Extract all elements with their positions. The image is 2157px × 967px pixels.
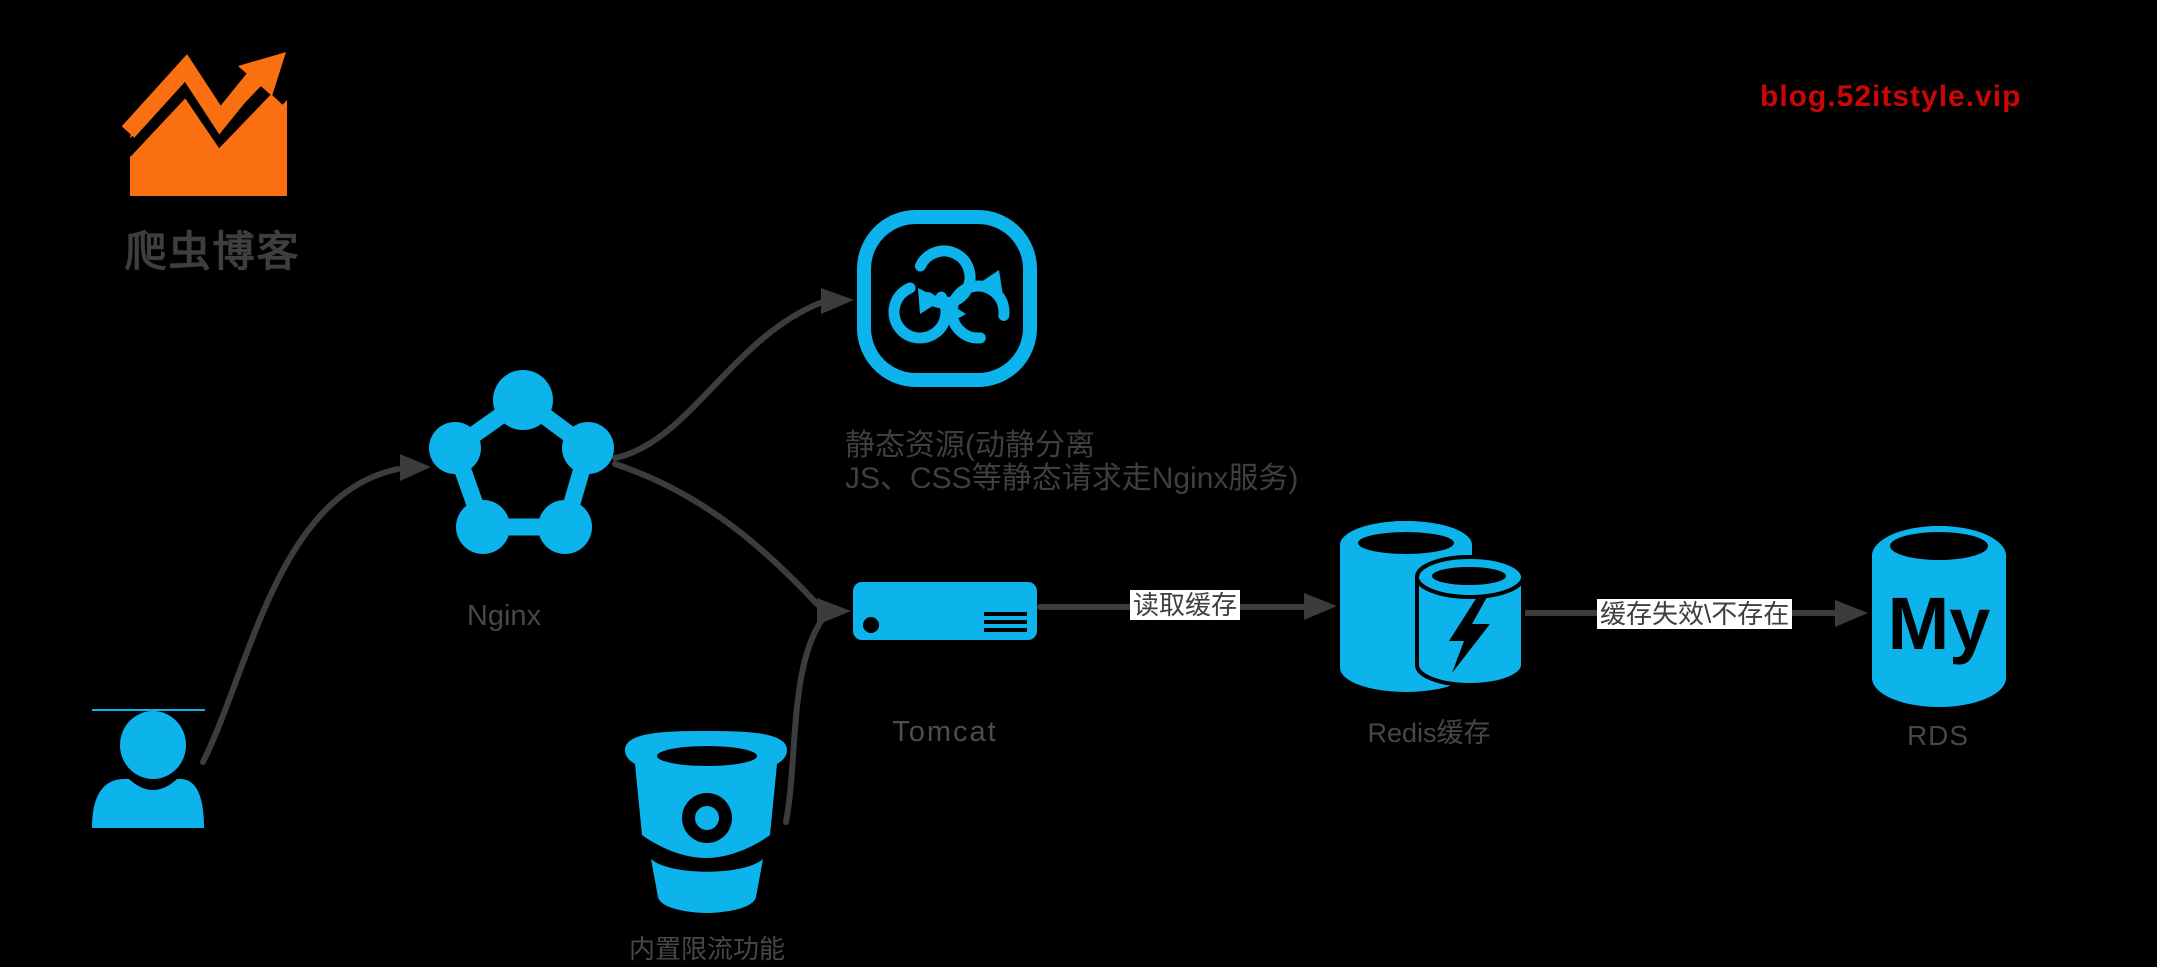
logo-chart-icon: [121, 52, 292, 196]
redis-label: Redis缓存: [1367, 718, 1491, 748]
logo-text: 爬虫博客: [124, 228, 301, 275]
nginx-icon: [429, 370, 614, 554]
redis-icon: [1340, 521, 1525, 692]
edge-bucket-to-tomcat: [783, 614, 827, 825]
site-url: blog.52itstyle.vip: [1760, 80, 2022, 113]
edge-label-read-cache: 读取缓存: [1130, 590, 1241, 620]
tomcat-icon: [853, 582, 1037, 640]
rate-limit-bucket-icon: [625, 731, 787, 913]
nginx-label: Nginx: [466, 600, 542, 632]
rds-label: RDS: [1906, 720, 1970, 751]
tomcat-label: Tomcat: [892, 716, 998, 748]
edge-user-to-nginx: [200, 454, 431, 765]
static-resource-icon: [857, 210, 1037, 387]
lightning-bolt-icon: [1449, 597, 1490, 673]
mysql-text: My: [1888, 582, 1991, 665]
edge-nginx-to-static: [612, 288, 854, 461]
user-icon: [92, 709, 205, 828]
static-resource-note-line2: JS、CSS等静态请求走Nginx服务): [845, 462, 1299, 495]
rate-limit-bucket-label: 内置限流功能: [628, 934, 785, 964]
edge-label-cache-miss: 缓存失效\不存在: [1597, 599, 1793, 629]
static-resource-note-line1: 静态资源(动静分离: [845, 429, 1095, 462]
edge-nginx-to-tomcat: [612, 461, 851, 625]
rds-icon: My: [1872, 526, 2006, 707]
